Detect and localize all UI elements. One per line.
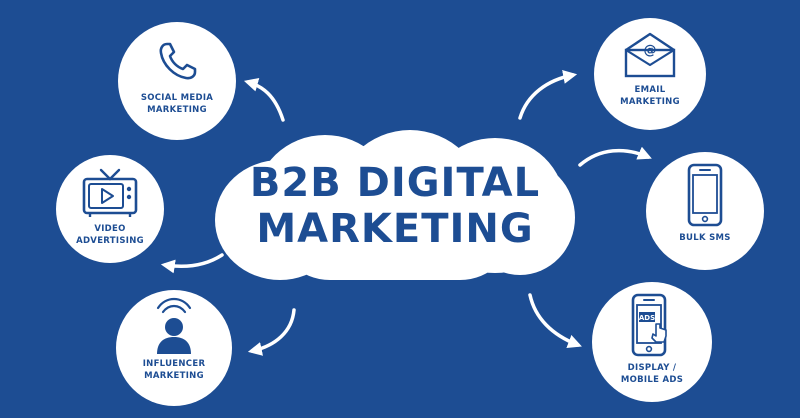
- node-bulk-sms: BULK SMS: [646, 152, 764, 270]
- node-social-media-marketing: SOCIAL MEDIA MARKETING: [118, 22, 236, 140]
- center-title-line2: MARKETING: [256, 206, 534, 252]
- phone-ads-tap-icon: ADS: [630, 292, 672, 358]
- node-label: INFLUENCER MARKETING: [142, 359, 206, 381]
- node-label: EMAIL MARKETING: [620, 85, 680, 107]
- arrow-to-bulk-sms: [578, 146, 652, 167]
- node-influencer-marketing: INFLUENCER MARKETING: [116, 290, 232, 406]
- node-video-advertising: VIDEO ADVERTISING: [56, 155, 164, 263]
- arrow-to-influencer: [247, 308, 296, 356]
- arrow-to-social-media: [243, 77, 285, 122]
- arrow-to-display-ads: [528, 293, 582, 349]
- node-label: VIDEO ADVERTISING: [76, 224, 144, 246]
- arrow-to-email: [518, 69, 578, 120]
- center-cloud: [215, 130, 575, 290]
- center-title-line1: B2B DIGITAL: [249, 160, 541, 206]
- ads-badge-text: ADS: [639, 314, 655, 322]
- smartphone-icon: [686, 162, 724, 228]
- arrow-to-video: [160, 253, 224, 274]
- envelope-at-icon: @: [622, 32, 678, 78]
- node-label: BULK SMS: [679, 233, 731, 243]
- node-email-marketing: @ EMAIL MARKETING: [594, 18, 706, 130]
- node-display-mobile-ads: ADS DISPLAY / MOBILE ADS: [592, 282, 712, 402]
- tv-play-icon: [81, 167, 139, 219]
- person-broadcast-icon: [152, 294, 196, 356]
- node-label: SOCIAL MEDIA MARKETING: [140, 93, 214, 115]
- phone-icon: [153, 38, 201, 86]
- center-title: B2B DIGITAL MARKETING: [215, 160, 575, 252]
- node-label: DISPLAY / MOBILE ADS: [620, 363, 684, 385]
- svg-text:@: @: [644, 43, 657, 58]
